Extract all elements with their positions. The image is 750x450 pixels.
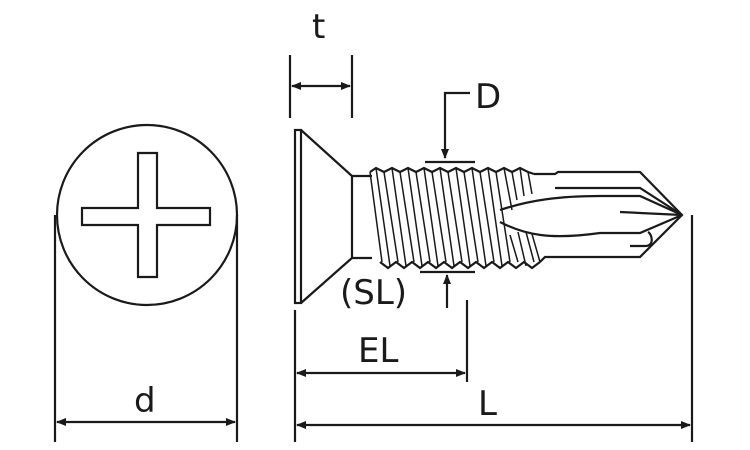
dimension-d: d [53,215,239,442]
label-SL: (SL) [340,273,407,313]
dimension-D: D (SL) [340,77,501,313]
head-top-view [55,123,239,307]
screw-side-view [293,128,684,305]
phillips-cross-icon [80,151,212,279]
label-EL: EL [358,331,398,371]
label-D: D [475,77,501,117]
dimension-EL: EL [293,300,469,442]
label-t: t [312,7,325,47]
dimension-t: t [288,7,354,118]
label-d: d [134,381,156,421]
dimension-L: L [296,215,694,442]
label-L: L [478,384,497,424]
